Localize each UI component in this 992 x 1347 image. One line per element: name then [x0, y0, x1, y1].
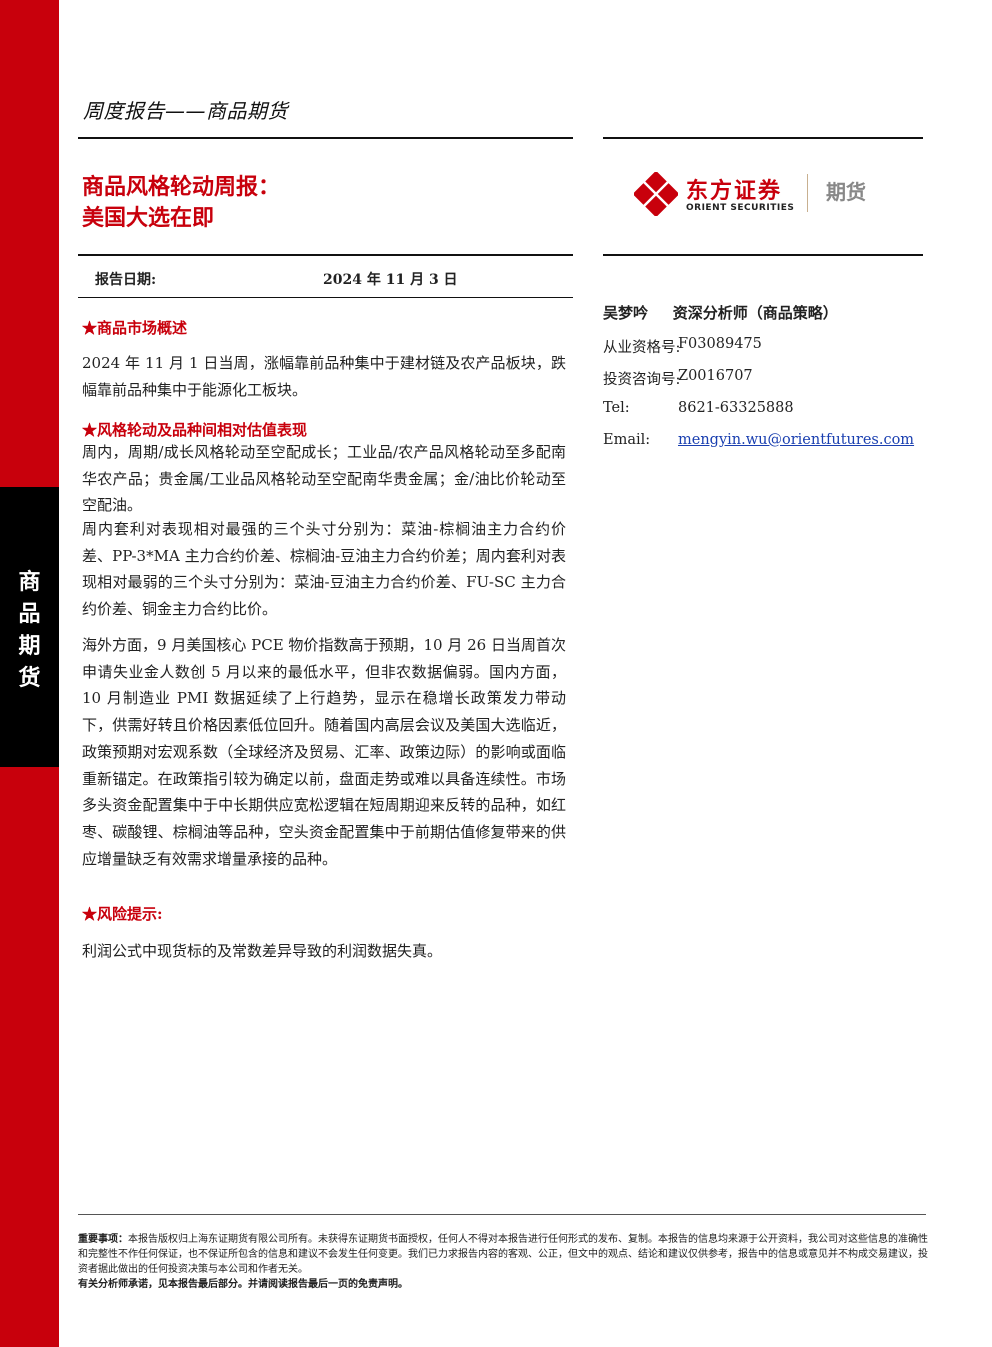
analyst-info-label: Email:: [603, 432, 651, 448]
analyst-info-value: Z0016707: [678, 368, 753, 384]
report-type: 周度报告——商品期货: [83, 99, 288, 123]
section-paragraph: 海外方面，9 月美国核心 PCE 物价指数高于预期，10 月 26 日当周首次申…: [82, 636, 566, 868]
section-paragraph: 2024 年 11 月 1 日当周，涨幅靠前品种集中于建材链及农产品板块，跌幅靠…: [82, 354, 566, 399]
side-char: 品: [18, 602, 41, 627]
footer-notice-text: 本报告版权归上海东证期货有限公司所有。未获得东证期货书面授权，任何人不得对本报告…: [78, 1234, 928, 1275]
analyst-name: 吴梦吟: [603, 304, 649, 322]
footer-disclaimer: 重要事项：本报告版权归上海东证期货有限公司所有。未获得东证期货书面授权，任何人不…: [78, 1232, 928, 1292]
analyst-info-row: 投资咨询号: Z0016707: [603, 368, 753, 389]
side-char: 商: [18, 570, 41, 595]
report-date-label: 报告日期:: [95, 272, 157, 288]
side-category-label: 商 品 期 货: [0, 567, 59, 695]
analyst-info-row: Email: mengyin.wu@orientfutures.com: [603, 432, 914, 448]
report-date-value: 2024 年 11 月 3 日: [323, 272, 458, 288]
footer-statement: 有关分析师承诺，见本报告最后部分。并请阅读报告最后一页的免责声明。: [78, 1279, 408, 1290]
analyst-header: 吴梦吟 资深分析师（商品策略）: [603, 302, 838, 323]
date-rule: [78, 297, 573, 298]
footer-rule: [78, 1214, 926, 1215]
header-rule-right: [603, 137, 923, 139]
title-rule-right: [603, 254, 923, 256]
side-char: 货: [18, 666, 41, 691]
analyst-info-label: 从业资格号:: [603, 340, 681, 356]
company-logo: 东方证券 ORIENT SECURITIES 期货: [634, 172, 894, 220]
section-heading: ★商品市场概述: [82, 319, 188, 337]
analyst-info-label: Tel:: [603, 400, 630, 416]
logo-name-en: ORIENT SECURITIES: [686, 203, 795, 213]
section-paragraph: 周内套利对表现相对最强的三个头寸分别为：菜油-棕榈油主力合约价差、PP-3*MA…: [82, 520, 566, 619]
header-rule-left: [78, 137, 573, 139]
logo-name-cn: 东方证券: [686, 179, 783, 204]
section-heading: ★风格轮动及品种间相对估值表现: [82, 421, 308, 439]
analyst-info-row: Tel: 8621-63325888: [603, 400, 794, 416]
section-paragraph: 利润公式中现货标的及常数差异导致的利润数据失真。: [82, 942, 443, 960]
section-heading: ★风险提示:: [82, 905, 163, 923]
section-paragraph: 周内，周期/成长风格轮动至空配成长；工业品/农产品风格轮动至多配南华农产品；贵金…: [82, 443, 566, 515]
side-category-tab: [0, 487, 59, 767]
analyst-info-value: F03089475: [678, 336, 762, 352]
title-line-2: 美国大选在即: [82, 206, 215, 231]
analyst-title: 资深分析师（商品策略）: [672, 304, 838, 322]
side-char: 期: [18, 634, 41, 659]
report-title: 商品风格轮动周报： 美国大选在即: [82, 172, 280, 234]
logo-division: 期货: [826, 180, 866, 204]
footer-notice-label: 重要事项：: [78, 1234, 128, 1245]
analyst-info-row: 从业资格号: F03089475: [603, 336, 762, 357]
analyst-info-value: 8621-63325888: [678, 400, 794, 416]
title-line-1: 商品风格轮动周报：: [82, 175, 281, 200]
analyst-email-link[interactable]: mengyin.wu@orientfutures.com: [678, 432, 915, 448]
orient-logo-icon: [634, 172, 678, 216]
logo-divider: [807, 174, 808, 212]
title-rule-left: [78, 254, 573, 256]
analyst-info-label: 投资咨询号:: [603, 372, 681, 388]
